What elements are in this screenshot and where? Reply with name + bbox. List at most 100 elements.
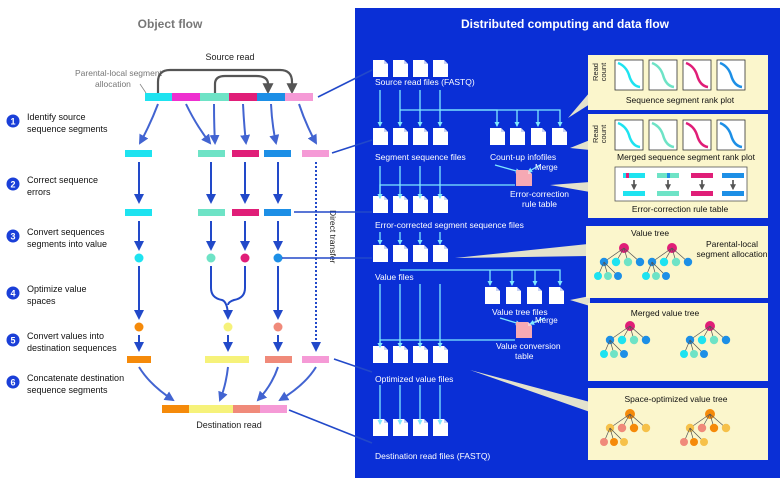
svg-text:6: 6 xyxy=(10,378,15,388)
file-icon xyxy=(527,287,542,304)
file-icon xyxy=(510,128,525,145)
tree-node xyxy=(662,272,670,280)
tree-node xyxy=(604,272,612,280)
tree-node xyxy=(683,257,693,267)
file-icon xyxy=(433,346,448,363)
segments-row-1 xyxy=(125,150,329,157)
file-icon xyxy=(413,128,428,145)
svg-text:3: 3 xyxy=(10,232,15,242)
svg-text:sequence segments: sequence segments xyxy=(27,385,108,395)
file-icon xyxy=(549,287,564,304)
svg-text:5: 5 xyxy=(10,336,15,346)
tree-node xyxy=(690,438,698,446)
tree-node xyxy=(617,335,627,345)
merged-value-tree-callout: Merged value tree xyxy=(588,303,768,381)
tree-node xyxy=(620,350,628,358)
file-icon xyxy=(393,196,408,213)
tree-node xyxy=(709,335,719,345)
tree-node xyxy=(659,257,669,267)
tree-node xyxy=(652,272,660,280)
file-flow-arrows xyxy=(377,90,563,426)
value-arrows xyxy=(134,221,283,251)
svg-text:Space-optimized value tree: Space-optimized value tree xyxy=(624,394,727,404)
step-3: 3 Convert sequences segments into value xyxy=(6,227,107,249)
file-icon xyxy=(433,245,448,262)
file-icon xyxy=(413,245,428,262)
file-icons xyxy=(373,60,567,436)
file-icon xyxy=(373,196,388,213)
file-icon xyxy=(433,196,448,213)
tree-node xyxy=(700,438,708,446)
merged-value-tree-graphic xyxy=(600,321,731,358)
svg-text:1: 1 xyxy=(10,117,15,127)
value-tree-files-label: Value tree files xyxy=(492,307,548,317)
tree-node xyxy=(721,335,731,345)
object-flow-title: Object flow xyxy=(138,17,203,31)
tree-node xyxy=(617,423,627,433)
step-5: 5 Convert values into destination sequen… xyxy=(6,331,117,353)
svg-text:Read: Read xyxy=(591,125,600,143)
step-4: 4 Optimize value spaces xyxy=(6,284,87,306)
file-icon xyxy=(490,128,505,145)
file-icon xyxy=(393,346,408,363)
svg-text:Optimize value: Optimize value xyxy=(27,284,87,294)
corrected-files-label: Error-corrected segment sequence files xyxy=(375,220,524,230)
destination-segments xyxy=(127,356,329,363)
optimized-dots xyxy=(134,322,283,332)
svg-text:segments into value: segments into value xyxy=(27,239,107,249)
correction-arrows xyxy=(134,162,283,204)
tree-node xyxy=(594,272,602,280)
value-dots xyxy=(134,253,283,263)
segment-files-label: Segment sequence files xyxy=(375,152,466,162)
concat-arrows xyxy=(138,366,317,402)
conversion-table-file xyxy=(516,322,532,338)
file-icon xyxy=(531,128,546,145)
tree-node xyxy=(610,350,618,358)
svg-text:segment allocation: segment allocation xyxy=(697,249,768,259)
svg-text:Error-correction rule table: Error-correction rule table xyxy=(632,204,729,214)
svg-text:Identify source: Identify source xyxy=(27,112,86,122)
tree-node xyxy=(620,438,628,446)
value-tree-callout: Value tree Parental-local segment alloca… xyxy=(586,226,768,298)
file-icon xyxy=(433,128,448,145)
file-icon xyxy=(433,60,448,77)
file-icon xyxy=(506,287,521,304)
file-icon xyxy=(413,60,428,77)
file-icon xyxy=(393,245,408,262)
merged-rank-plot-callout: Read count Merged sequence segment rank … xyxy=(588,114,768,218)
optimized-value-tree-graphic xyxy=(600,409,731,446)
destination-read-bar xyxy=(162,405,287,413)
svg-text:spaces: spaces xyxy=(27,296,56,306)
svg-text:Concatenate destination: Concatenate destination xyxy=(27,373,124,383)
source-read-bar xyxy=(145,93,313,101)
tree-node xyxy=(700,350,708,358)
error-rule-label-2: rule table xyxy=(522,199,557,209)
svg-text:2: 2 xyxy=(10,180,15,190)
svg-text:Merged value tree: Merged value tree xyxy=(631,308,700,318)
value-conversion-label-1: Value conversion xyxy=(496,341,561,351)
tree-node xyxy=(610,438,618,446)
destination-files-label: Destination read files (FASTQ) xyxy=(375,451,490,461)
svg-text:Value tree: Value tree xyxy=(631,228,669,238)
svg-text:Merged sequence segment rank p: Merged sequence segment rank plot xyxy=(617,152,756,162)
svg-text:count: count xyxy=(599,62,608,81)
file-icon xyxy=(485,287,500,304)
step-6: 6 Concatenate destination sequence segme… xyxy=(6,373,124,395)
svg-text:Correct sequence: Correct sequence xyxy=(27,175,98,185)
tree-node xyxy=(641,423,651,433)
tree-node xyxy=(697,423,707,433)
file-icon xyxy=(413,419,428,436)
svg-text:Read: Read xyxy=(591,63,600,81)
tree-node xyxy=(629,423,639,433)
svg-text:sequence segments: sequence segments xyxy=(27,124,108,134)
file-icon xyxy=(373,128,388,145)
merge-label-1: Merge xyxy=(535,163,558,172)
tree-node xyxy=(721,423,731,433)
countup-files-label: Count-up infofiles xyxy=(490,152,556,162)
file-icon xyxy=(393,419,408,436)
svg-text:Parental-local: Parental-local xyxy=(706,239,758,249)
error-rule-label-1: Error-correction xyxy=(510,189,569,199)
tree-node xyxy=(635,257,645,267)
direct-transfer-label: Direct transfer xyxy=(328,210,338,264)
rank-plot-callout: Read count Sequence segment rank plot xyxy=(588,55,768,110)
